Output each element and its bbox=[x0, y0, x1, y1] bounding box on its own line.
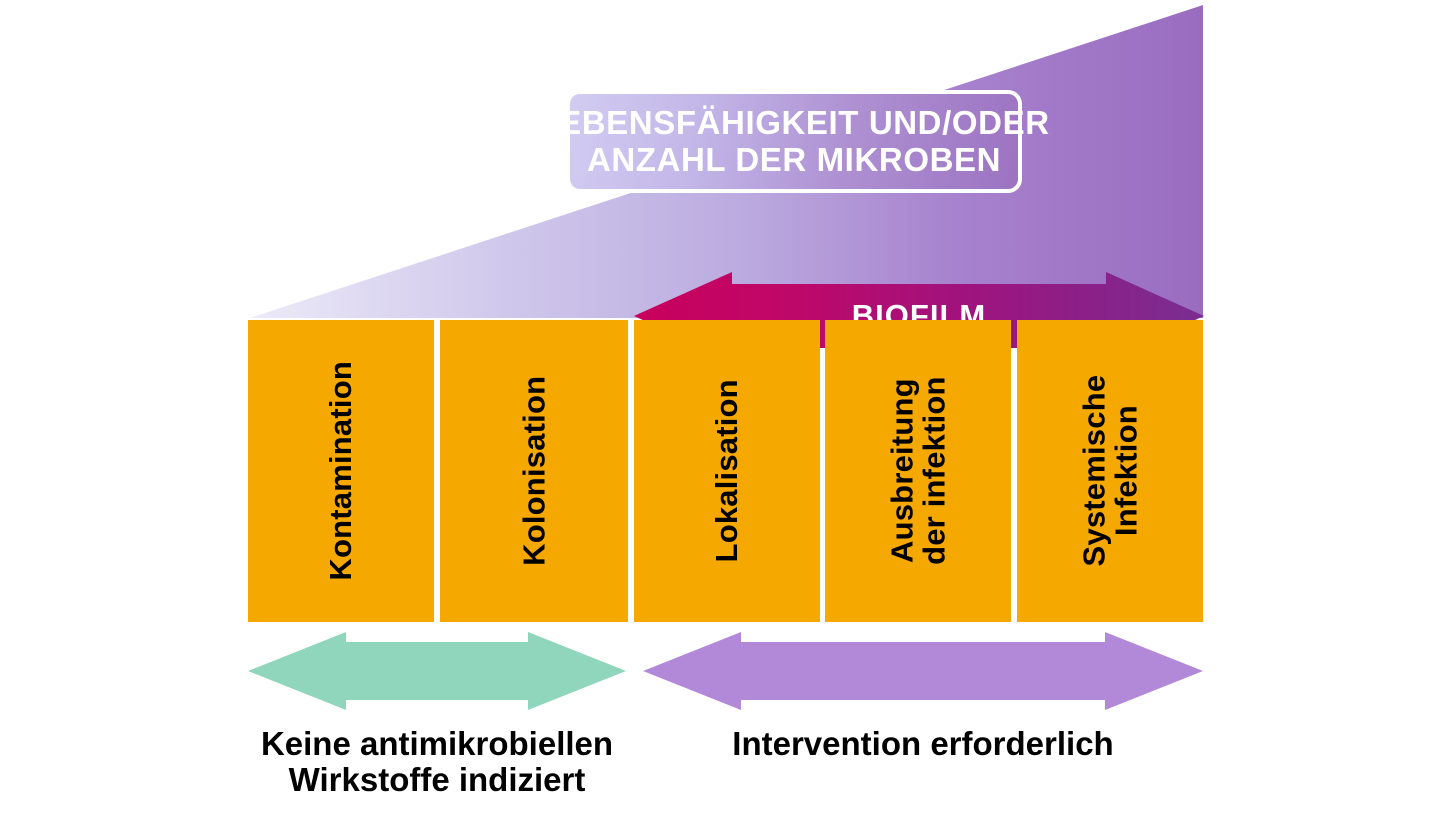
stage-label-systemische-infektion: Systemische Infektion bbox=[1076, 375, 1144, 567]
title-banner: LEBENSFÄHIGKEIT UND/ODER ANZAHL DER MIKR… bbox=[538, 90, 1049, 193]
stage-bar-kontamination[interactable]: Kontamination bbox=[248, 320, 434, 622]
intervention-caption: Intervention erforderlich bbox=[732, 725, 1114, 762]
title-banner-line-1: LEBENSFÄHIGKEIT UND/ODER bbox=[538, 103, 1050, 141]
title-banner-line-2: ANZAHL DER MIKROBEN bbox=[586, 140, 1002, 178]
intervention-arrow bbox=[643, 632, 1203, 710]
stage-bar-systemische-infektion[interactable]: Systemische Infektion bbox=[1017, 320, 1203, 622]
stage-bar-kolonisation[interactable]: Kolonisation bbox=[440, 320, 628, 622]
stage-label-kolonisation: Kolonisation bbox=[516, 375, 552, 567]
stage-label-kontamination: Kontamination bbox=[323, 361, 359, 581]
stage-label-ausbreitung: Ausbreitung der infektion bbox=[884, 376, 951, 566]
no-intervention-caption: Keine antimikrobiellen Wirkstoffe indizi… bbox=[260, 725, 614, 798]
stage-bar-lokalisation[interactable]: Lokalisation bbox=[634, 320, 820, 622]
stage-label-lokalisation: Lokalisation bbox=[709, 379, 745, 563]
stage-bar-ausbreitung[interactable]: Ausbreitung der infektion bbox=[825, 320, 1011, 622]
no-intervention-arrow bbox=[248, 632, 626, 710]
